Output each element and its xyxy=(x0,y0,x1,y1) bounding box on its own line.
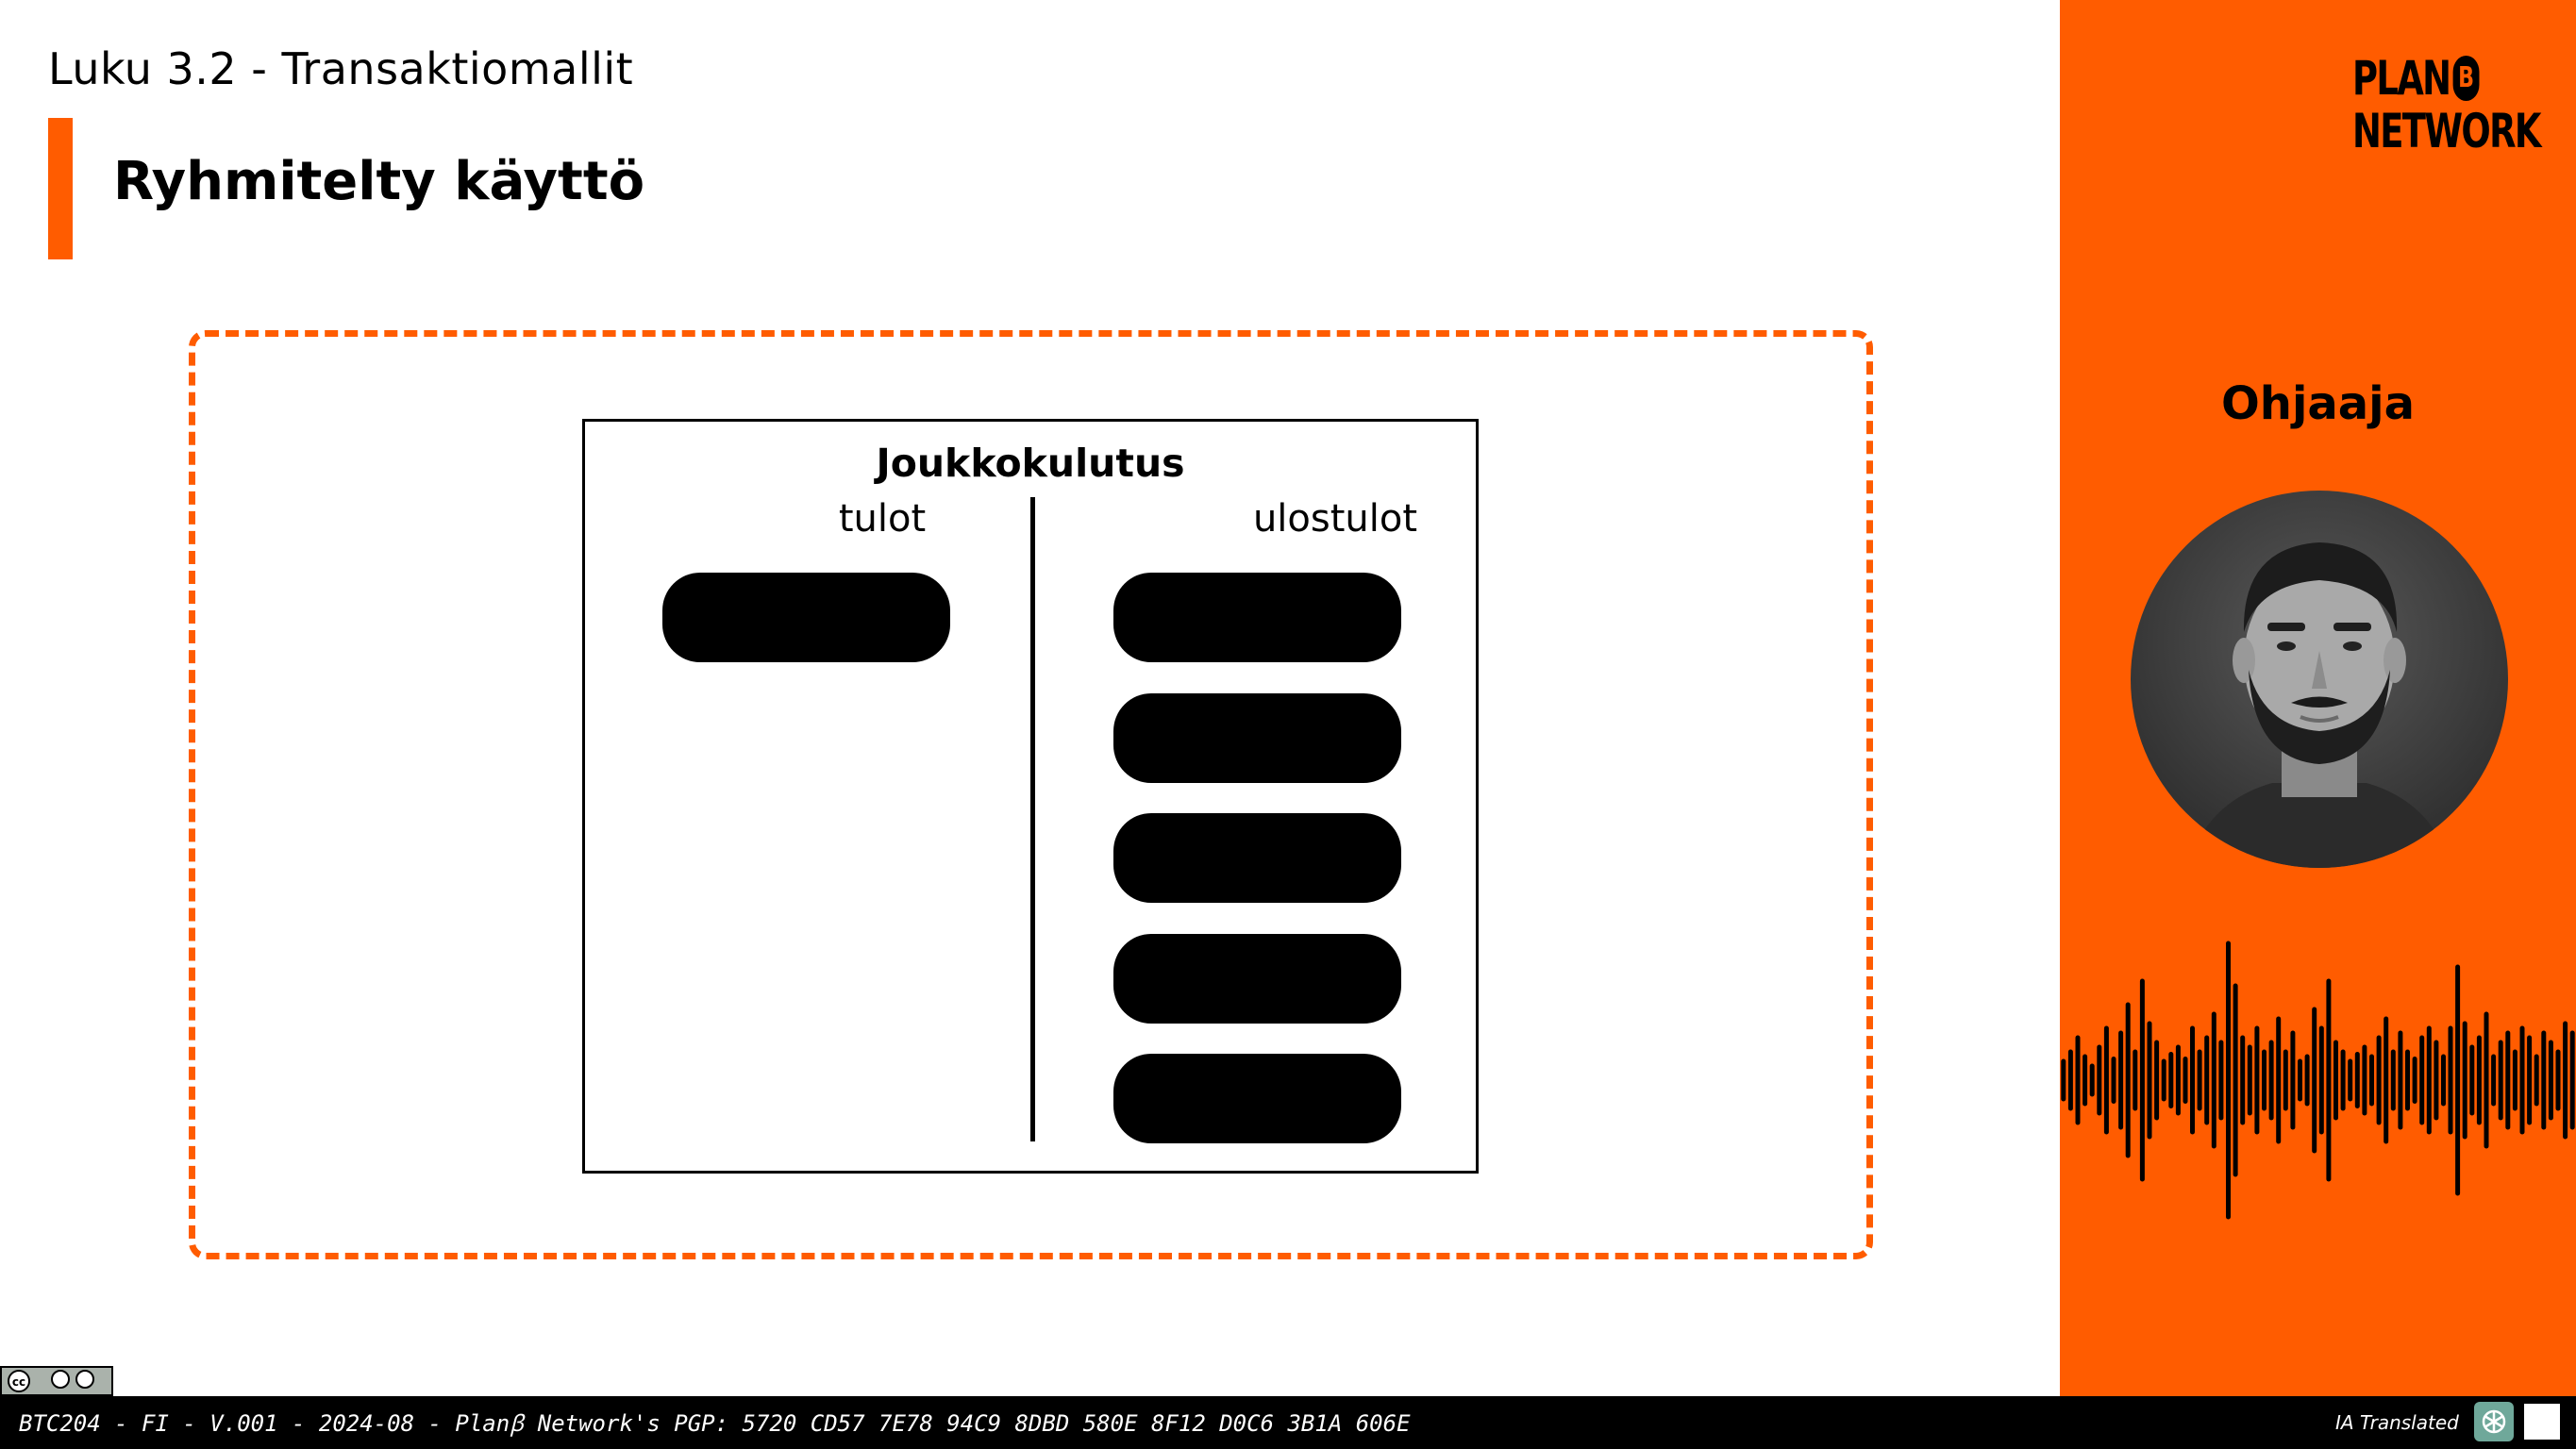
instructor-avatar xyxy=(2131,491,2508,868)
diagram-title: Joukkokulutus xyxy=(876,441,1185,486)
footer-bar: BTC204 - FI - V.001 - 2024-08 - Planꞵ Ne… xyxy=(0,1396,2576,1449)
output-pill xyxy=(1113,813,1401,903)
instructor-label: Ohjaaja xyxy=(2220,377,2416,430)
svg-text:cc: cc xyxy=(12,1375,25,1389)
openai-icon xyxy=(2474,1402,2514,1441)
column-divider xyxy=(1030,497,1035,1141)
chapter-title: Luku 3.2 - Transaktiomallit xyxy=(48,43,634,94)
output-pill xyxy=(1113,1054,1401,1143)
output-pill xyxy=(1113,693,1401,783)
cc-license-badge: cc xyxy=(0,1366,113,1396)
input-pill xyxy=(662,573,950,662)
output-pill xyxy=(1113,934,1401,1024)
inputs-column-label: tulot xyxy=(838,497,927,541)
diagram-frame xyxy=(189,330,1873,1259)
outputs-column-label: ulostulot xyxy=(1252,497,1418,541)
footer-meta: BTC204 - FI - V.001 - 2024-08 - Planꞵ Ne… xyxy=(19,1410,1411,1437)
lab-logo-icon xyxy=(2524,1404,2560,1440)
audio-waveform xyxy=(2061,941,2575,1220)
accent-bar xyxy=(48,118,73,259)
slide-title: Ryhmitelty käyttö xyxy=(113,151,645,212)
batch-spending-diagram: Joukkokulutus tulot ulostulot xyxy=(582,419,1479,1174)
ia-translated-label: IA Translated xyxy=(2335,1411,2459,1434)
bitcoin-b-icon: B xyxy=(2452,56,2480,101)
output-pill xyxy=(1113,573,1401,662)
